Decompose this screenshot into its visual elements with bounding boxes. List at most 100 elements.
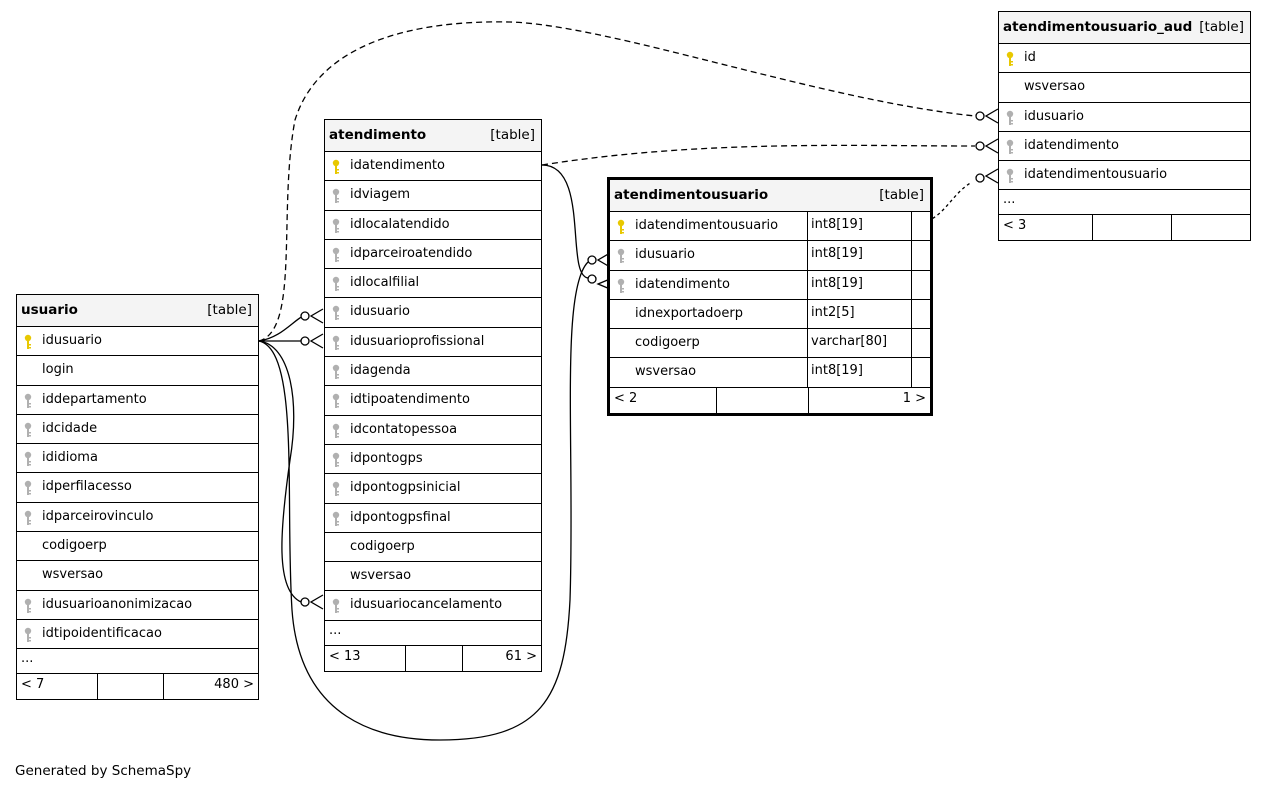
column-type: int8[19] bbox=[807, 358, 911, 387]
column-row[interactable]: idparceiroatendido bbox=[325, 240, 541, 270]
column-extra-cell bbox=[911, 299, 930, 329]
column-row[interactable]: idperfilacesso bbox=[17, 473, 258, 503]
column-row[interactable]: idatendimento bbox=[325, 152, 541, 182]
column-row[interactable]: idatendimentousuario bbox=[999, 161, 1250, 191]
primary-key-icon bbox=[617, 219, 625, 234]
column-row[interactable]: codigoerp bbox=[17, 532, 258, 562]
table-atendimentousuario[interactable]: atendimentousuario [table] idatendimento… bbox=[607, 177, 933, 416]
primary-key-icon bbox=[332, 159, 340, 174]
column-name: wsversao bbox=[42, 567, 104, 583]
foreign-key-icon bbox=[24, 598, 32, 613]
footer-blank bbox=[716, 387, 808, 413]
foreign-key-icon bbox=[332, 423, 340, 438]
foreign-key-icon bbox=[617, 249, 625, 264]
column-extra-cell bbox=[911, 212, 930, 241]
generated-by-label: Generated by SchemaSpy bbox=[15, 763, 192, 779]
column-row[interactable]: idlocalfilial bbox=[325, 269, 541, 299]
column-row[interactable]: idusuarioprofissional bbox=[325, 328, 541, 358]
column-name: idatendimento bbox=[1024, 137, 1119, 153]
column-row[interactable]: idtipoidentificacao bbox=[17, 620, 258, 650]
column-row[interactable]: idpontogpsinicial bbox=[325, 474, 541, 504]
column-row[interactable]: idusuario bbox=[17, 327, 258, 357]
column-row[interactable]: idagenda bbox=[325, 357, 541, 387]
column-row[interactable]: idcontatopessoa bbox=[325, 416, 541, 445]
parents-count: < 2 bbox=[614, 390, 638, 406]
column-name: idparceirovinculo bbox=[42, 508, 154, 524]
column-row[interactable]: codigoerp bbox=[325, 533, 541, 563]
column-name: idagenda bbox=[350, 363, 411, 379]
footer-blank bbox=[1092, 215, 1171, 241]
table-name: atendimentousuario bbox=[614, 187, 769, 203]
column-type: int8[19] bbox=[807, 270, 911, 299]
column-type: int8[19] bbox=[807, 241, 911, 270]
column-type: int2[5] bbox=[807, 299, 911, 329]
column-name: codigoerp bbox=[635, 335, 700, 351]
column-name: idtipoidentificacao bbox=[42, 625, 162, 641]
table-type: [table] bbox=[490, 127, 535, 143]
column-row[interactable]: id bbox=[999, 44, 1250, 74]
column-row[interactable]: idpontogps bbox=[325, 445, 541, 475]
column-name: idatendimento bbox=[350, 158, 445, 173]
column-row[interactable]: idatendimento bbox=[999, 132, 1250, 162]
footer-blank bbox=[405, 645, 462, 671]
table-footer: < 2 1 > bbox=[610, 387, 930, 413]
parents-count: < 13 bbox=[329, 648, 361, 664]
column-row[interactable]: wsversao bbox=[999, 73, 1250, 103]
column-row[interactable]: idusuario bbox=[325, 298, 541, 328]
column-row[interactable]: iddepartamento bbox=[17, 386, 258, 415]
foreign-key-icon bbox=[24, 510, 32, 525]
link-atendimento-au-idatendimento bbox=[541, 164, 589, 279]
table-header: atendimentousuario_aud [table] bbox=[999, 12, 1250, 44]
column-row[interactable]: idtipoatendimento bbox=[325, 386, 541, 416]
column-name: idpontogps bbox=[350, 450, 423, 466]
table-header: atendimento [table] bbox=[325, 120, 541, 152]
table-name: atendimentousuario_aud bbox=[1003, 19, 1193, 35]
link-usuario-aud-idusuario bbox=[258, 21, 976, 342]
column-row[interactable]: idusuarioanonimizacao bbox=[17, 591, 258, 620]
column-row[interactable]: idcidade bbox=[17, 415, 258, 445]
table-footer: < 13 61 > bbox=[325, 645, 541, 671]
column-row[interactable]: idusuario int8[19] bbox=[610, 241, 930, 271]
foreign-key-icon bbox=[24, 451, 32, 467]
column-row[interactable]: idpontogpsfinal bbox=[325, 504, 541, 533]
foreign-key-icon bbox=[1006, 110, 1014, 125]
column-row[interactable]: idusuariocancelamento bbox=[325, 591, 541, 621]
column-row[interactable]: idlocalatendido bbox=[325, 211, 541, 240]
column-row[interactable]: wsversao bbox=[17, 561, 258, 591]
foreign-key-icon bbox=[332, 247, 340, 262]
link-usuario-atendimento-idusuariocancelamento bbox=[258, 340, 302, 603]
column-name: idusuario bbox=[635, 247, 695, 263]
column-name: idpontogpsinicial bbox=[350, 480, 461, 496]
column-name: id bbox=[1024, 50, 1036, 65]
foreign-key-icon bbox=[332, 218, 340, 233]
column-extra-cell bbox=[911, 358, 930, 387]
column-name: idusuarioprofissional bbox=[350, 333, 485, 349]
column-row[interactable]: login bbox=[17, 356, 258, 386]
foreign-key-icon bbox=[332, 452, 340, 467]
column-row[interactable]: wsversao bbox=[325, 562, 541, 592]
link-usuario-atendimento-idusuario bbox=[258, 315, 304, 342]
column-row[interactable]: idviagem bbox=[325, 181, 541, 211]
column-row[interactable]: ididioma bbox=[17, 444, 258, 474]
column-name: idviagem bbox=[350, 187, 411, 203]
foreign-key-icon bbox=[24, 627, 32, 642]
column-name: idcontatopessoa bbox=[350, 421, 458, 437]
table-type: [table] bbox=[207, 302, 252, 318]
table-atendimento[interactable]: atendimento [table] idatendimento idviage… bbox=[324, 119, 542, 672]
table-atendimentousuario-aud[interactable]: atendimentousuario_aud [table] id wsversa… bbox=[998, 11, 1251, 242]
table-footer: < 3 bbox=[999, 215, 1250, 241]
column-row[interactable]: idparceirovinculo bbox=[17, 503, 258, 533]
foreign-key-icon bbox=[332, 599, 340, 614]
column-row[interactable]: idusuario bbox=[999, 103, 1250, 132]
column-name: idusuario bbox=[42, 333, 102, 348]
foreign-key-icon bbox=[24, 481, 32, 496]
column-name: idlocalatendido bbox=[350, 216, 450, 232]
foreign-key-icon bbox=[24, 422, 32, 437]
